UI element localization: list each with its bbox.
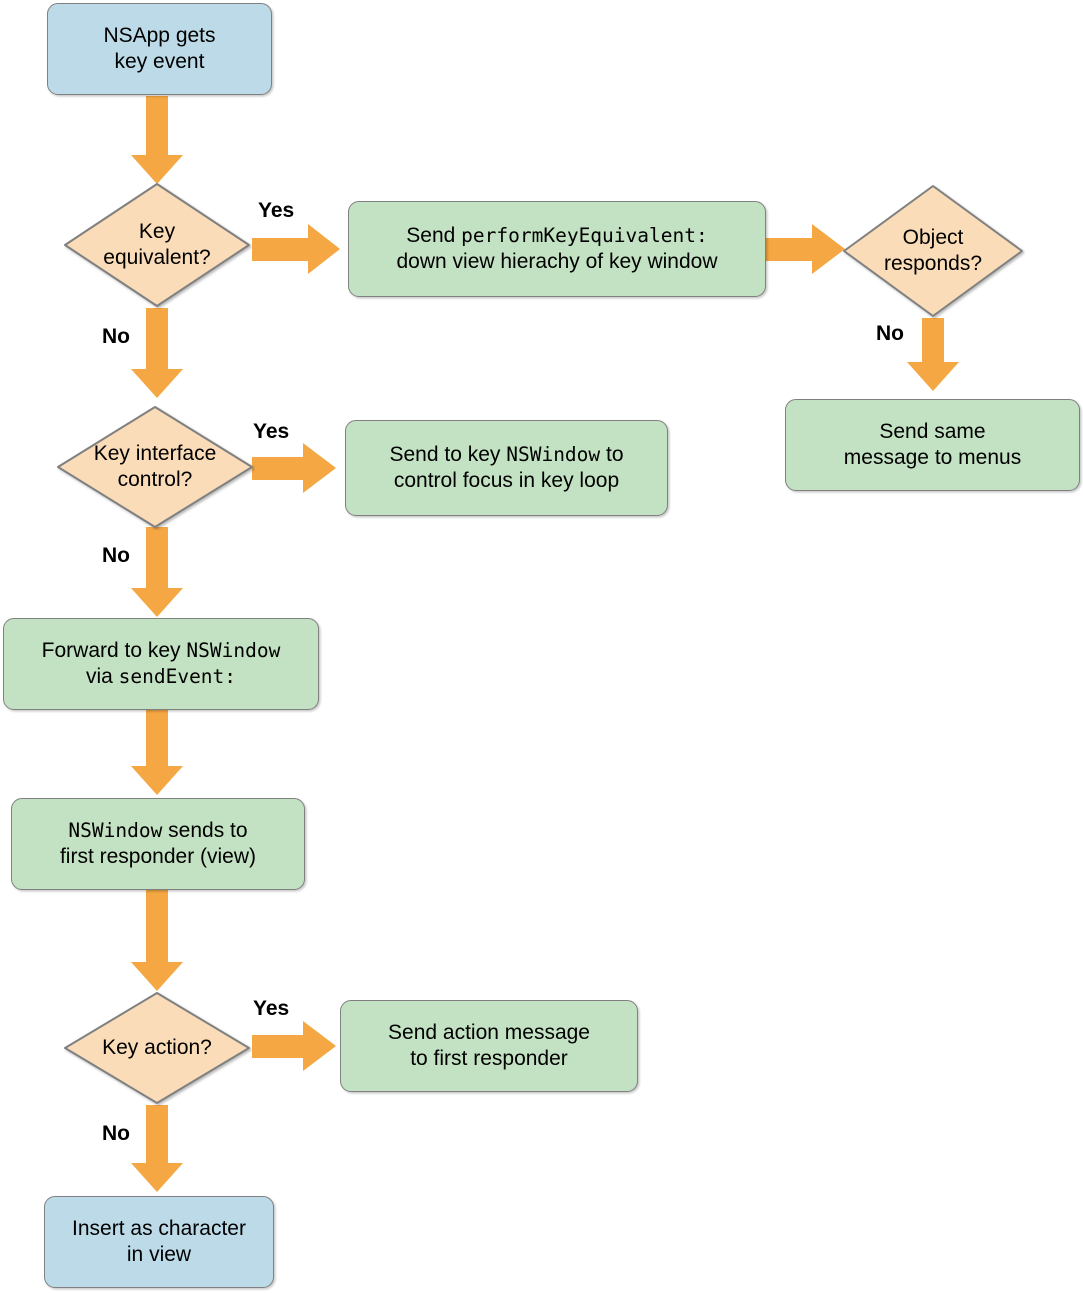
arrow-key-equivalent-no [131, 308, 183, 398]
arrow-key-interface-control-yes [252, 443, 336, 493]
node-line-2: control focus in key loop [393, 469, 620, 492]
node-line-1: Key interface [93, 442, 217, 466]
node-send-action-message[interactable]: Send action message to first responder [340, 1000, 638, 1092]
node-line-1-code: NSWindow [506, 443, 601, 467]
node-forward-to-key-nswindow[interactable]: Forward to key NSWindow via sendEvent: [3, 618, 319, 710]
edge-label-object-responds-no: No [876, 322, 904, 345]
edge-label-key-equivalent-no: No [102, 325, 130, 348]
node-label: NSWindow sends to first responder (view) [50, 818, 266, 869]
node-line-1-code: performKeyEquivalent: [461, 224, 708, 248]
node-key-interface-control[interactable]: Key interface control? [55, 404, 255, 530]
diamond-shape [64, 183, 250, 307]
node-send-perform-key-equivalent[interactable]: Send performKeyEquivalent: down view hie… [348, 201, 766, 297]
node-line-2: responds? [883, 252, 983, 275]
arrow-nswindow-sends-to-key-action [131, 888, 183, 991]
arrow-object-responds-no [907, 318, 959, 391]
node-line-2-prefix: via [85, 665, 119, 688]
edge-label-key-interface-control-yes: Yes [253, 420, 290, 443]
node-line-1-suffix: sends to [162, 819, 248, 843]
node-label: Key action? [96, 1035, 218, 1061]
node-line-1: Object [902, 226, 964, 250]
arrow-key-action-yes [252, 1021, 336, 1071]
node-insert-as-character[interactable]: Insert as character in view [44, 1196, 274, 1288]
arrow-perform-to-object-responds [765, 224, 845, 274]
arrow-start-to-key-equivalent [131, 96, 183, 184]
node-send-same-message-to-menus[interactable]: Send same message to menus [785, 399, 1080, 491]
node-line-2: in view [126, 1243, 192, 1266]
node-label: Key equivalent? [97, 219, 216, 270]
node-send-to-key-nswindow[interactable]: Send to key NSWindow to control focus in… [345, 420, 668, 516]
arrow-key-equivalent-yes [252, 224, 340, 274]
arrow-key-action-no [131, 1105, 183, 1192]
node-line-1-code: NSWindow [68, 819, 163, 843]
edge-label-key-action-no: No [102, 1122, 130, 1145]
node-label: Send to key NSWindow to control focus in… [379, 442, 633, 493]
node-line-1-prefix: Send to key [389, 443, 507, 467]
node-line-1-prefix: Forward to key [41, 639, 187, 663]
diamond-shape [843, 185, 1023, 317]
edge-label-key-equivalent-yes: Yes [258, 199, 295, 222]
node-line-2: equivalent? [103, 246, 211, 269]
node-line-1: Key [138, 220, 176, 244]
node-line-1-suffix: to [600, 443, 624, 467]
node-line-2: to first responder [410, 1047, 568, 1070]
node-key-action[interactable]: Key action? [62, 990, 252, 1106]
node-line-2: control? [117, 468, 193, 491]
node-label: Forward to key NSWindow via sendEvent: [32, 638, 291, 689]
node-label: Send performKeyEquivalent: down view hie… [387, 223, 728, 274]
node-label: NSApp gets key event [93, 23, 225, 74]
arrow-forward-to-nswindow-sends [131, 710, 183, 795]
node-object-responds[interactable]: Object responds? [841, 183, 1025, 319]
node-line-2: key event [114, 50, 205, 73]
node-line-2: down view hierachy of key window [396, 250, 718, 273]
node-label: Send action message to first responder [378, 1020, 600, 1071]
node-nsapp-gets-key-event[interactable]: NSApp gets key event [47, 3, 272, 95]
node-line-2: first responder (view) [59, 845, 257, 868]
node-line-1-prefix: Send [406, 224, 462, 248]
diamond-shape [64, 992, 250, 1104]
edge-label-key-interface-control-no: No [102, 544, 130, 567]
node-line-1: Send same [879, 420, 986, 444]
node-line-1: Send action message [388, 1021, 590, 1045]
arrow-key-interface-control-no [131, 527, 183, 617]
node-nswindow-sends-to-first-responder[interactable]: NSWindow sends to first responder (view) [11, 798, 305, 890]
diamond-shape [57, 406, 253, 528]
node-line-1-code: NSWindow [186, 639, 281, 663]
node-line-1: NSApp gets [103, 24, 216, 48]
node-label: Insert as character in view [62, 1216, 256, 1267]
node-line-1: Insert as character [72, 1217, 246, 1241]
node-line-2-code: sendEvent: [118, 665, 237, 688]
node-label: Send same message to menus [834, 419, 1031, 470]
node-line-1: Key action? [102, 1036, 212, 1060]
edge-label-key-action-yes: Yes [253, 997, 290, 1020]
node-label: Object responds? [878, 225, 988, 276]
node-label: Key interface control? [88, 441, 223, 492]
node-line-2: message to menus [843, 446, 1022, 469]
node-key-equivalent[interactable]: Key equivalent? [62, 181, 252, 309]
